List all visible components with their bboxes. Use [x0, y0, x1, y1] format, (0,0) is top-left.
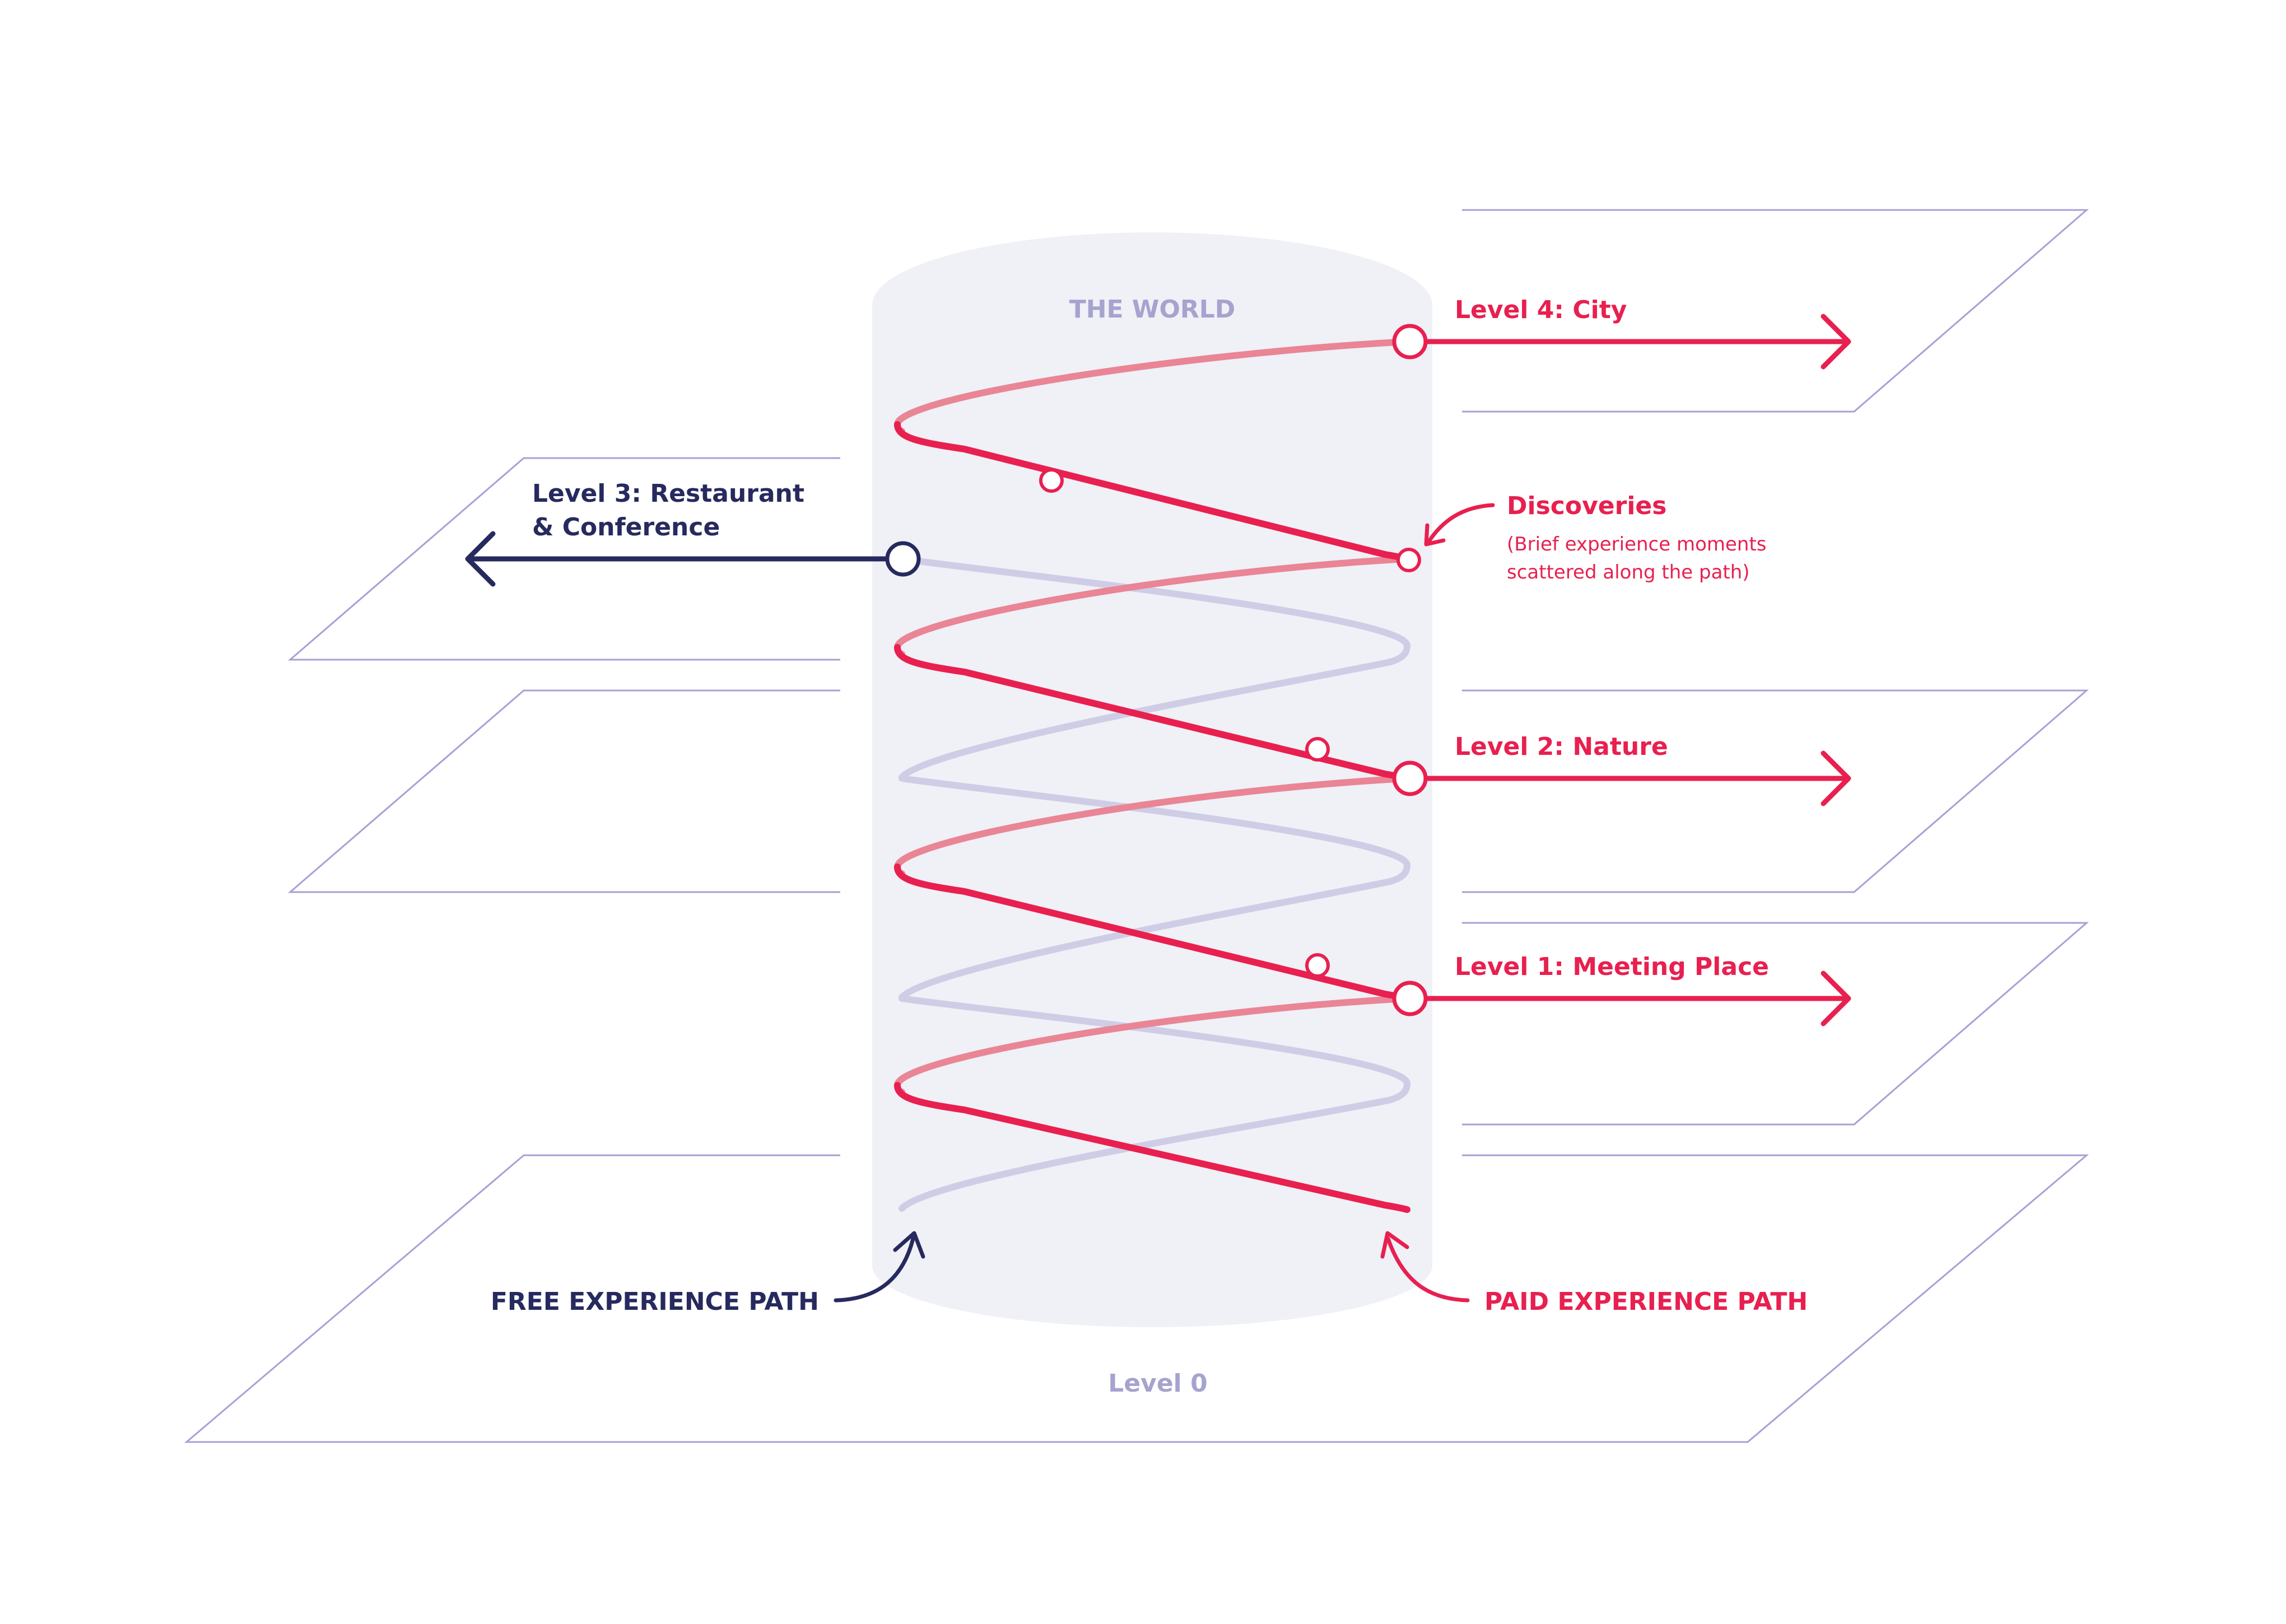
node-level3	[885, 541, 921, 577]
plane-level2-right	[1462, 689, 2089, 893]
plane-level3	[287, 457, 840, 661]
plane-level2-left	[287, 689, 840, 893]
level0-label: Level 0	[1108, 1369, 1207, 1398]
exit-arrow-level2	[1423, 750, 1851, 806]
plane-level0	[184, 1154, 2089, 1443]
free-helix-front-segment	[898, 1096, 1394, 1212]
paid-path-label: PAID EXPERIENCE PATH	[1484, 1287, 1808, 1316]
level1-label: Level 1: Meeting Place	[1455, 953, 1769, 981]
discovery-dot	[1305, 953, 1330, 978]
free-helix-back-segment	[898, 995, 1411, 1103]
level2-label: Level 2: Nature	[1455, 732, 1668, 761]
free-path-pointer-arrow	[834, 1231, 925, 1303]
paid-path-pointer-arrow	[1380, 1231, 1470, 1303]
node-level2	[1392, 760, 1428, 796]
paid-helix-front-segment	[894, 1082, 1410, 1213]
discovery-dot	[1396, 548, 1421, 572]
exit-arrow-level3	[465, 531, 888, 587]
free-helix-back-segment	[898, 556, 1411, 665]
discoveries-note-line1: (Brief experience moments	[1507, 533, 1767, 556]
discoveries-note-line2: scattered along the path)	[1507, 561, 1750, 584]
discoveries-pointer-arrow	[1424, 503, 1495, 547]
free-helix-back-segment	[898, 775, 1411, 885]
node-level1	[1392, 981, 1428, 1016]
level3-label-line1: Level 3: Restaurant	[532, 479, 804, 508]
discovery-dot	[1305, 737, 1330, 762]
discoveries-title: Discoveries	[1507, 492, 1666, 520]
free-helix-front-segment	[898, 878, 1394, 1001]
free-helix-front-segment	[898, 659, 1394, 781]
cylinder-title: THE WORLD	[1069, 295, 1236, 324]
exit-arrow-level4	[1423, 314, 1851, 370]
plane-level1	[1462, 922, 2089, 1126]
node-level4	[1392, 324, 1428, 360]
exit-arrow-level1	[1423, 970, 1851, 1026]
free-path-label: FREE EXPERIENCE PATH	[491, 1287, 819, 1316]
level3-label-line2: & Conference	[532, 513, 720, 542]
plane-level4	[1462, 209, 2089, 413]
discovery-dot	[1039, 468, 1064, 493]
level4-label: Level 4: City	[1455, 296, 1627, 324]
